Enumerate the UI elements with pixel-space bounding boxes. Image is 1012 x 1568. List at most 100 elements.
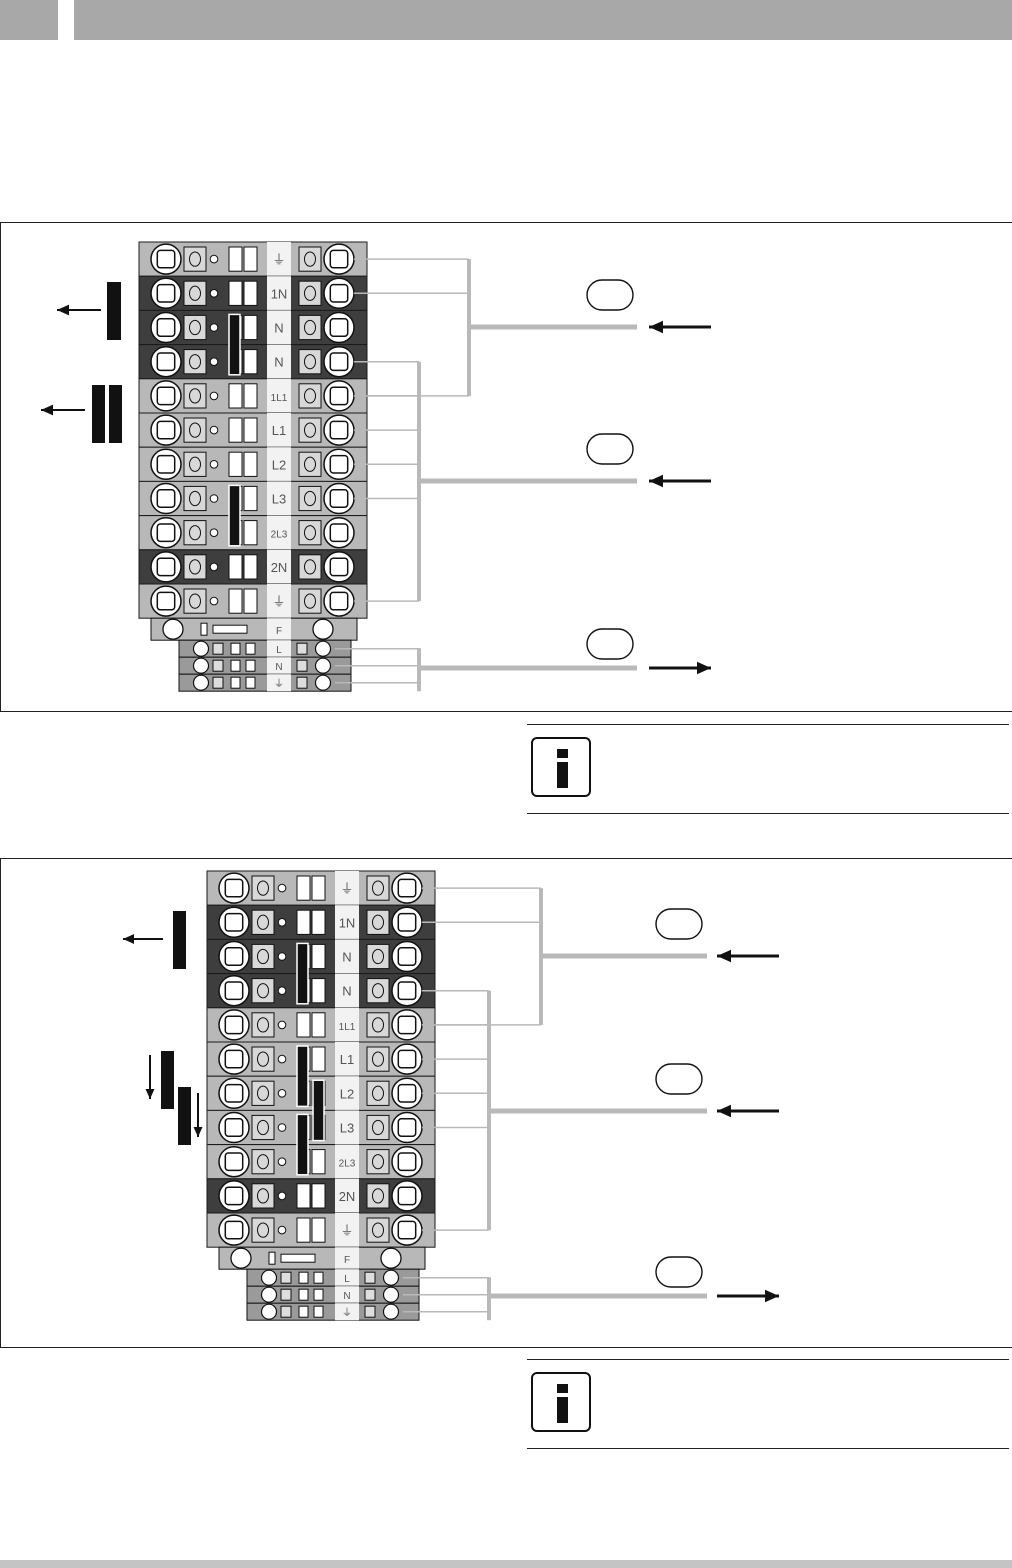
hole-icon [277, 1020, 287, 1030]
clamp-ring [372, 1119, 384, 1136]
slot [296, 1183, 311, 1209]
slot [311, 1217, 326, 1243]
terminal-label: L2 [272, 457, 286, 472]
screw-slot [156, 283, 176, 303]
clamp-icon [298, 383, 322, 409]
label-channel [267, 447, 291, 482]
clamp-icon [183, 383, 207, 409]
clamp-ring [372, 983, 384, 999]
phase-marker-bar [107, 282, 121, 340]
label-channel [267, 549, 291, 584]
slot [311, 1012, 326, 1038]
clamp-ring [257, 1222, 269, 1238]
label-channel [335, 1042, 359, 1077]
clamp-ring [372, 880, 384, 896]
slot [228, 246, 243, 272]
clamp-icon [366, 1114, 390, 1141]
screw-slot [329, 523, 349, 543]
clamp-icon [366, 978, 390, 1004]
label-channel [267, 242, 291, 277]
callout-bubble-1 [655, 908, 703, 940]
terminal-label: 2N [339, 1189, 356, 1204]
clamp-ring [304, 251, 316, 267]
arrow-left-icon [717, 1104, 731, 1118]
slot [311, 875, 326, 901]
hole-icon [277, 1089, 287, 1098]
screw-icon [192, 674, 210, 691]
callout-bubble-3 [586, 628, 634, 660]
clamp-icon [212, 676, 224, 689]
clamp-ring [304, 285, 316, 301]
hole-icon [277, 1054, 287, 1064]
screw-slot [224, 1186, 244, 1206]
arrow-left-icon [123, 934, 134, 944]
screw-slot [224, 878, 244, 898]
slot [228, 451, 243, 477]
clamp-icon [364, 1271, 376, 1284]
clamp-icon [298, 246, 322, 272]
terminal-label: ⏚ [340, 1223, 353, 1238]
clamp-ring [372, 1154, 384, 1170]
clamp-ring [257, 1119, 269, 1136]
clamp-ring [189, 525, 201, 541]
clamp-icon [183, 314, 207, 341]
slot [243, 314, 258, 341]
clamp-icon [212, 642, 224, 655]
clamp-icon [280, 1288, 292, 1301]
screw-slot [224, 1220, 244, 1240]
clamp-icon [298, 417, 322, 443]
label-channel [335, 1144, 359, 1179]
info-note-2 [527, 1359, 1009, 1449]
clamp-ring [304, 456, 316, 472]
fuse-latch [200, 622, 208, 636]
screw-slot [156, 249, 176, 269]
jumper-bridge [312, 1079, 325, 1142]
slot [296, 1217, 311, 1243]
slot [298, 1305, 309, 1318]
screw-slot [156, 523, 176, 543]
clamp-ring [372, 1085, 384, 1101]
info-icon [531, 737, 591, 797]
label-channel [335, 1110, 359, 1145]
clamp-ring [189, 456, 201, 472]
hole-icon [209, 323, 219, 332]
fuse-icon [212, 624, 248, 634]
screw-icon [162, 618, 184, 640]
hole-icon [277, 1191, 287, 1201]
terminal-label: 1N [339, 915, 356, 930]
clamp-ring [304, 593, 316, 609]
clamp-icon [298, 554, 322, 580]
hole-icon [209, 289, 219, 298]
terminal-label: L3 [340, 1121, 354, 1136]
callout-bubble-1 [586, 279, 634, 311]
clamp-ring [257, 1154, 269, 1170]
terminal-label: L1 [272, 423, 286, 438]
callout-bubble-2 [655, 1063, 703, 1095]
label-channel [267, 310, 291, 345]
jumper-bridge [228, 484, 241, 547]
screw-icon [312, 618, 334, 640]
arrow-down-icon [145, 1089, 155, 1099]
screw-slot [156, 420, 176, 440]
hole-icon [277, 1225, 287, 1235]
slot [298, 1288, 309, 1301]
hole-icon [209, 596, 219, 606]
label-channel [335, 1007, 359, 1042]
clamp-icon [366, 875, 390, 901]
slot [243, 349, 258, 375]
jumper-bridge [296, 942, 309, 1005]
clamp-icon [298, 349, 322, 375]
slot [311, 1149, 326, 1175]
clamp-icon [296, 676, 308, 689]
clamp-icon [366, 943, 390, 970]
terminal-label: ⏚ [274, 678, 284, 690]
terminal-label: L [344, 1274, 350, 1285]
label-channel [335, 905, 359, 940]
clamp-icon [298, 280, 322, 306]
label-channel [335, 1076, 359, 1111]
clamp-icon [251, 1080, 275, 1106]
clamp-icon [251, 978, 275, 1004]
fuse-icon [280, 1253, 316, 1263]
